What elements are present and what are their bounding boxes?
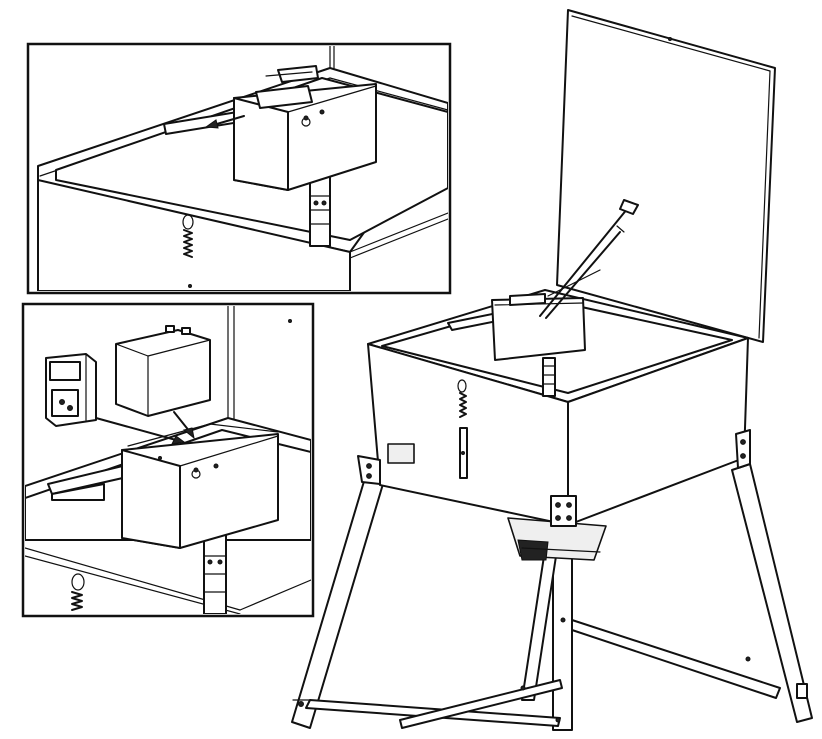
main-feeder (291, 9, 813, 731)
motor-housing (507, 517, 607, 561)
inset-top-spring (182, 214, 194, 288)
spring-latch (457, 379, 467, 418)
feeder-box (357, 289, 751, 527)
lid-support-rod (539, 199, 639, 319)
brand-badge (387, 443, 415, 464)
battery (115, 325, 211, 417)
hinged-lid (556, 9, 776, 343)
timer-control (45, 353, 97, 427)
inset-bottom-spring (71, 573, 85, 611)
inset-bottom (21, 302, 315, 618)
inset-top (26, 42, 452, 295)
